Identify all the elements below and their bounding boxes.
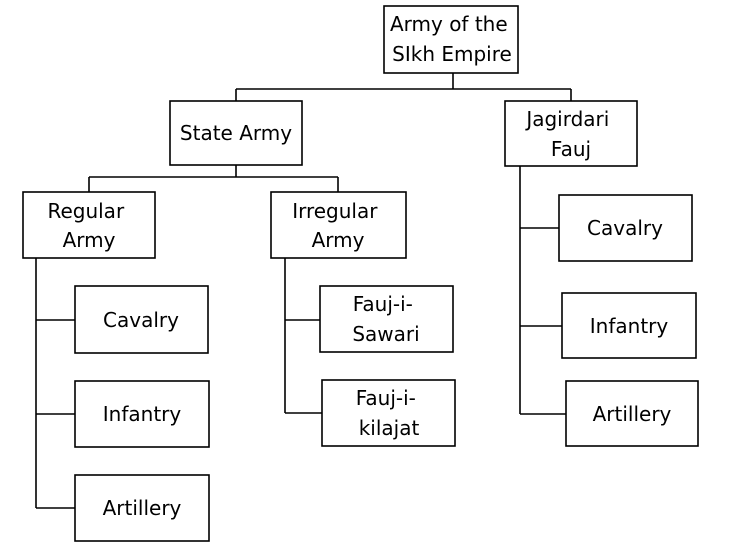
- node-regular-army-box: [22, 191, 156, 259]
- node-jagirdari-fauj-label-line-2: Fauj: [551, 137, 591, 161]
- connectors: [35, 73, 572, 509]
- node-regular-cavalry-label-line-1: Cavalry: [103, 308, 179, 332]
- node-regular-cavalry: Cavalry: [74, 285, 209, 354]
- node-jagirdari-cavalry-label-line-1: Cavalry: [587, 216, 663, 240]
- node-jagirdari-cavalry-label: Cavalry: [587, 216, 663, 240]
- node-jagirdari-artillery-box: [565, 380, 699, 447]
- node-root-label-line-1: Army of the: [390, 12, 508, 36]
- node-jagirdari-infantry-label-line-1: Infantry: [590, 314, 669, 338]
- node-regular-army-label-line-2: Army: [63, 228, 116, 252]
- node-fauj-i-sawari-label-line-1: Fauj-i-: [353, 292, 413, 316]
- node-fauj-i-kilajat-label: Fauj-i- kilajat: [356, 386, 423, 440]
- node-irregular-army: Irregular Army: [270, 191, 407, 259]
- node-root-label: Army of the SIkh Empire: [390, 12, 514, 66]
- node-jagirdari-fauj: Jagirdari Fauj: [504, 100, 638, 167]
- node-regular-infantry-label-line-1: Infantry: [103, 402, 182, 426]
- node-jagirdari-artillery-label: Artillery: [593, 402, 672, 426]
- node-regular-army-label: Regular Army: [47, 199, 130, 252]
- node-jagirdari-fauj-box: [504, 100, 638, 167]
- node-fauj-i-sawari-label: Fauj-i- Sawari: [352, 292, 419, 346]
- node-fauj-i-kilajat-label-line-2: kilajat: [359, 416, 420, 440]
- node-root-box: [383, 5, 519, 74]
- node-regular-artillery-box: [74, 474, 210, 542]
- node-jagirdari-infantry-label: Infantry: [590, 314, 669, 338]
- node-state-army-label-line-1: State Army: [180, 121, 292, 145]
- node-jagirdari-artillery: Artillery: [565, 380, 699, 447]
- node-irregular-army-label-line-2: Army: [312, 228, 365, 252]
- node-jagirdari-cavalry: Cavalry: [558, 194, 693, 262]
- node-irregular-army-box: [270, 191, 407, 259]
- node-regular-artillery-label-line-1: Artillery: [103, 496, 182, 520]
- node-fauj-i-kilajat-label-line-1: Fauj-i-: [356, 386, 416, 410]
- node-jagirdari-fauj-label-line-1: Jagirdari: [524, 107, 609, 131]
- node-jagirdari-fauj-label: Jagirdari Fauj: [524, 107, 615, 161]
- node-regular-army-label-line-1: Regular: [47, 199, 124, 223]
- node-irregular-army-label-line-1: Irregular: [292, 199, 378, 223]
- node-regular-cavalry-label: Cavalry: [103, 308, 179, 332]
- node-root: Army of the SIkh Empire: [383, 5, 519, 74]
- node-state-army: State Army: [169, 100, 303, 166]
- node-regular-cavalry-box: [74, 285, 209, 354]
- node-state-army-box: [169, 100, 303, 166]
- node-jagirdari-infantry: Infantry: [561, 292, 697, 359]
- node-regular-infantry-label: Infantry: [103, 402, 182, 426]
- node-regular-infantry-box: [74, 380, 210, 448]
- node-fauj-i-kilajat-box: [321, 379, 456, 447]
- node-state-army-label: State Army: [180, 121, 292, 145]
- node-fauj-i-sawari-label-line-2: Sawari: [352, 322, 419, 346]
- node-fauj-i-sawari-box: [319, 285, 454, 353]
- node-regular-infantry: Infantry: [74, 380, 210, 448]
- node-jagirdari-cavalry-box: [558, 194, 693, 262]
- node-irregular-army-label: Irregular Army: [292, 199, 384, 252]
- node-root-label-line-2: SIkh Empire: [392, 42, 512, 66]
- node-fauj-i-kilajat: Fauj-i- kilajat: [321, 379, 456, 447]
- node-regular-artillery-label: Artillery: [103, 496, 182, 520]
- node-jagirdari-artillery-label-line-1: Artillery: [593, 402, 672, 426]
- node-fauj-i-sawari: Fauj-i- Sawari: [319, 285, 454, 353]
- node-regular-army: Regular Army: [22, 191, 156, 259]
- node-regular-artillery: Artillery: [74, 474, 210, 542]
- node-jagirdari-infantry-box: [561, 292, 697, 359]
